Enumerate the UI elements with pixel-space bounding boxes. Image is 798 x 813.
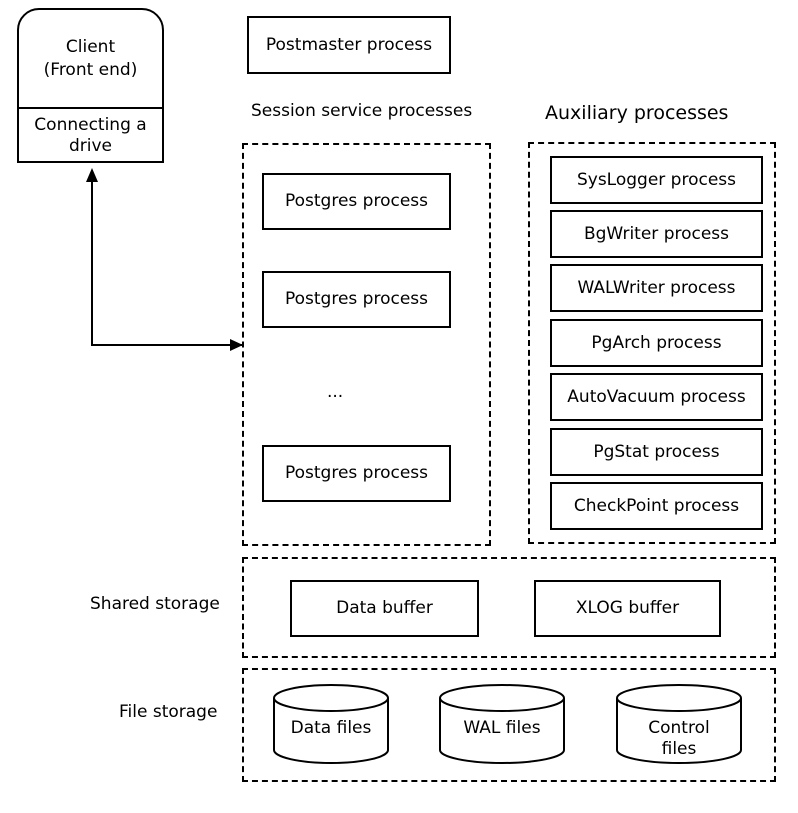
xlog-buffer-box: XLOG buffer xyxy=(534,580,721,637)
postgres-process-box-2: Postgres process xyxy=(262,271,451,328)
pgarch-process-label: PgArch process xyxy=(591,332,722,353)
session-processes-group xyxy=(242,143,491,546)
data-buffer-box: Data buffer xyxy=(290,580,479,637)
syslogger-process-label: SysLogger process xyxy=(576,169,737,190)
walwriter-process-box: WALWriter process xyxy=(550,264,763,312)
pgstat-process-label: PgStat process xyxy=(593,441,720,462)
pgarch-process-box: PgArch process xyxy=(550,319,763,367)
autovacuum-process-box: AutoVacuum process xyxy=(550,373,763,421)
control-files-line1: Control xyxy=(648,718,710,738)
postmaster-process-box: Postmaster process xyxy=(247,16,451,74)
client-box: Client (Front end) Connecting a drive xyxy=(17,8,164,163)
checkpoint-process-box: CheckPoint process xyxy=(550,482,763,530)
walwriter-process-label: WALWriter process xyxy=(577,277,736,298)
client-driver-section: Connecting a drive xyxy=(19,107,162,163)
data-buffer-label: Data buffer xyxy=(336,598,433,619)
pgstat-process-box: PgStat process xyxy=(550,428,763,476)
shared-storage-group xyxy=(242,557,776,658)
shared-storage-title: Shared storage xyxy=(90,594,220,614)
auxiliary-processes-title: Auxiliary processes xyxy=(545,102,729,124)
session-ellipsis: ... xyxy=(327,382,344,402)
client-subtitle: (Front end) xyxy=(43,59,138,80)
control-files-line2: files xyxy=(661,739,697,760)
autovacuum-process-label: AutoVacuum process xyxy=(567,386,746,407)
file-storage-title: File storage xyxy=(119,702,218,722)
postgres-process-label: Postgres process xyxy=(284,463,429,484)
postgres-process-label: Postgres process xyxy=(284,191,429,212)
session-processes-title: Session service processes xyxy=(251,101,473,121)
client-driver-line1: Connecting a xyxy=(34,114,147,135)
postmaster-process-label: Postmaster process xyxy=(265,34,433,55)
postgres-process-box-3: Postgres process xyxy=(262,445,451,502)
auxiliary-processes-group xyxy=(528,142,776,544)
postgres-process-label: Postgres process xyxy=(284,289,429,310)
data-files-label: Data files xyxy=(274,718,388,739)
bgwriter-process-label: BgWriter process xyxy=(583,223,730,244)
client-session-connector xyxy=(91,172,242,346)
client-driver-line2: drive xyxy=(68,136,113,156)
client-header: Client (Front end) xyxy=(19,10,162,107)
client-title: Client xyxy=(65,37,116,58)
xlog-buffer-label: XLOG buffer xyxy=(575,598,680,619)
wal-files-label: WAL files xyxy=(440,718,564,739)
data-files-line1: Data files xyxy=(290,718,372,738)
file-storage-group xyxy=(242,668,776,782)
postgres-process-box-1: Postgres process xyxy=(262,173,451,230)
checkpoint-process-label: CheckPoint process xyxy=(573,495,740,516)
arrowhead-up-icon xyxy=(86,168,98,182)
bgwriter-process-box: BgWriter process xyxy=(550,210,763,258)
control-files-label: Control files xyxy=(617,718,741,761)
wal-files-line1: WAL files xyxy=(463,718,541,738)
syslogger-process-box: SysLogger process xyxy=(550,156,763,204)
